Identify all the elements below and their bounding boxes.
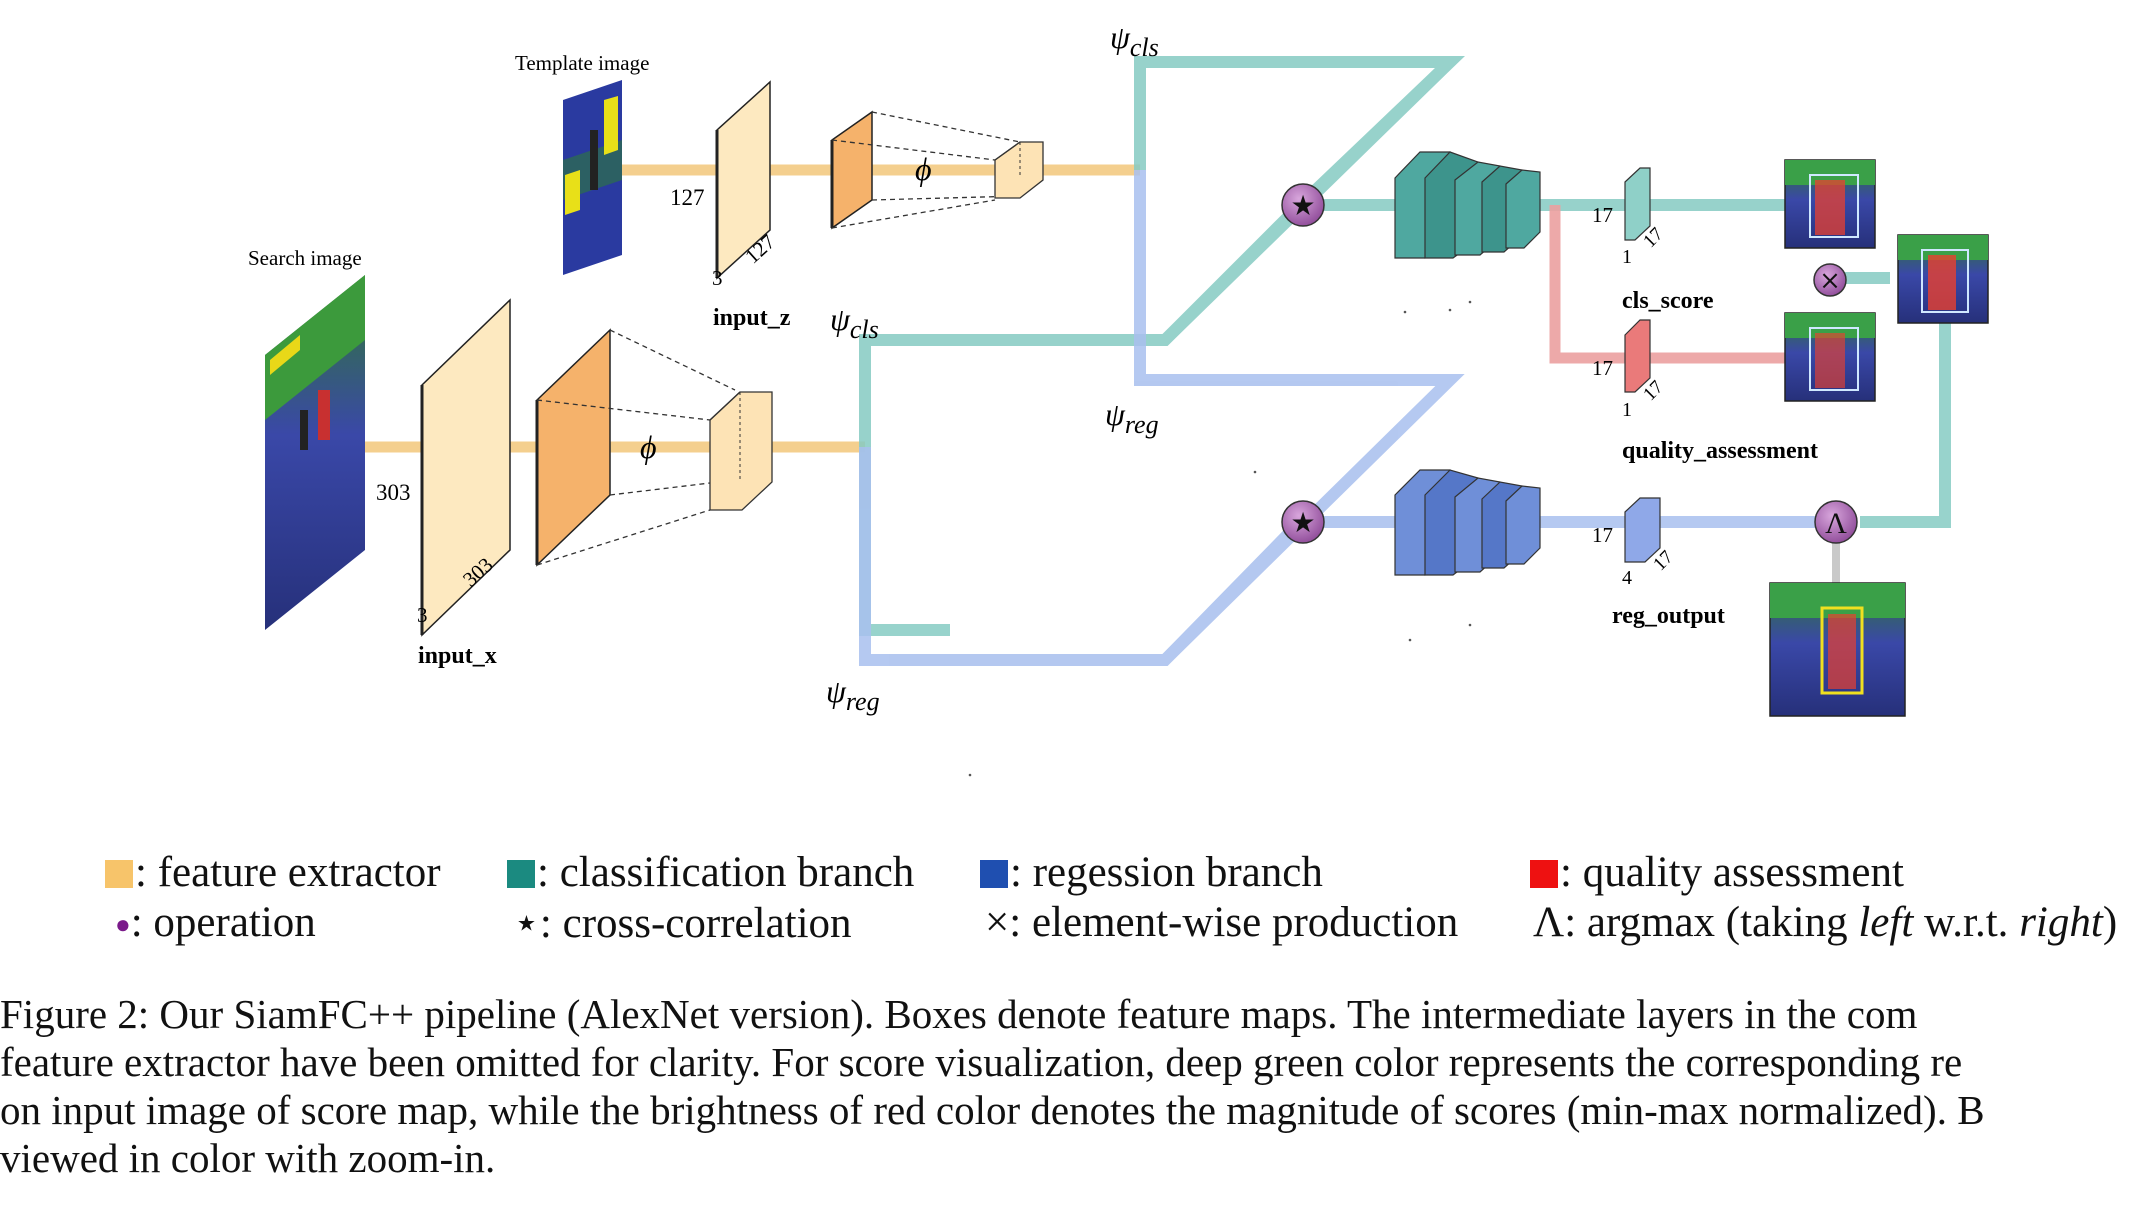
legend-reg-text: : regession branch — [1010, 849, 1323, 896]
lambda-icon: Λ — [1533, 899, 1565, 946]
search-image — [265, 275, 365, 630]
legend-argmax-post: ) — [2102, 899, 2118, 946]
dim-303-a: 303 — [376, 480, 411, 505]
legend-cls-text: : classification branch — [537, 849, 915, 896]
dim-3-x: 3 — [417, 603, 428, 627]
dim-17-qa-a: 17 — [1592, 356, 1613, 380]
legend-argmax-right: right — [2019, 899, 2103, 946]
input-x-box — [420, 298, 511, 637]
legend-element-wise: ×: element-wise production — [985, 898, 1458, 947]
cross-correlation-cls-op: ★ — [1281, 183, 1325, 227]
caption-line-2: feature extractor have been omitted for … — [0, 1039, 1963, 1085]
cls-head-stack — [1394, 151, 1541, 259]
legend-operation-text: : operation — [130, 899, 316, 946]
reg-swatch — [980, 860, 1008, 888]
phi-z: ϕ — [915, 151, 932, 187]
caption-line-4: viewed in color with zoom-in. — [0, 1135, 496, 1181]
times-icon: × — [985, 899, 1010, 946]
caption-line-1: Figure 2: Our SiamFC++ pipeline (AlexNet… — [0, 991, 1918, 1037]
legend-quality-assessment: : quality assessment — [1530, 848, 1904, 897]
svg-text:★: ★ — [1290, 506, 1315, 539]
reg-output-label: reg_output — [1612, 603, 1725, 629]
argmax-op: Λ — [1814, 500, 1858, 544]
final-output-visualization — [1769, 582, 1906, 717]
operation-dot-icon: ● — [115, 910, 131, 939]
psi-reg-top: ψreg — [1105, 396, 1159, 439]
dim-1-cls: 1 — [1622, 246, 1632, 268]
legend-operation: ●: operation — [115, 898, 316, 947]
legend-classification-branch: : classification branch — [507, 848, 914, 897]
siamfc-pipeline-diagram: Template image 127 127 3 input_z ϕ Searc… — [248, 19, 1989, 777]
dim-17-reg-a: 17 — [1592, 523, 1613, 547]
cls-score-visualization — [1784, 159, 1876, 249]
phi-x: ϕ — [640, 429, 657, 465]
psi-cls-top: ψcls — [1110, 19, 1159, 62]
quality-assessment-box — [1624, 319, 1651, 393]
dim-17-cls-a: 17 — [1592, 203, 1613, 227]
template-image-label: Template image — [515, 51, 649, 75]
cls-swatch — [507, 860, 535, 888]
cls-score-label: cls_score — [1622, 288, 1714, 314]
input-z-label: input_z — [713, 305, 791, 331]
dim-1-qa: 1 — [1622, 399, 1632, 421]
search-image-label: Search image — [248, 246, 362, 270]
cls-score-box — [1624, 167, 1651, 241]
svg-text:×: × — [1819, 266, 1841, 296]
input-x-label: input_x — [418, 643, 497, 669]
psi-cls-bottom: ψcls — [830, 301, 879, 344]
quality-assessment-label: quality_assessment — [1622, 438, 1818, 464]
qa-swatch — [1530, 860, 1558, 888]
dim-127-a: 127 — [670, 185, 705, 210]
decorative-dots — [968, 300, 1472, 777]
legend-feature-text: : feature extractor — [135, 849, 441, 896]
cross-correlation-reg-op: ★ — [1281, 500, 1325, 544]
x-phi-box — [535, 328, 773, 567]
psi-reg-bottom: ψreg — [826, 673, 880, 716]
dim-4-reg: 4 — [1622, 567, 1632, 589]
svg-text:Λ: Λ — [1825, 507, 1847, 540]
svg-text:★: ★ — [1290, 189, 1315, 222]
reg-branch-lines — [859, 170, 1830, 666]
product-visualization — [1897, 234, 1989, 324]
legend-argmax-text: : argmax (taking — [1564, 899, 1859, 946]
legend-argmax-left: left — [1858, 899, 1914, 946]
template-image — [563, 80, 622, 275]
reg-head-stack — [1394, 469, 1541, 576]
legend: : feature extractor : classification bra… — [105, 848, 2155, 958]
caption-line-3: on input image of score map, while the b… — [0, 1087, 1985, 1133]
legend-times-text: : element-wise production — [1009, 899, 1459, 946]
legend-argmax: Λ: argmax (taking left w.r.t. right) — [1533, 898, 2117, 947]
legend-regession-branch: : regession branch — [980, 848, 1323, 897]
dim-3-z: 3 — [712, 266, 723, 290]
legend-cross-correlation: ⋆: cross-correlation — [513, 898, 852, 948]
qa-branch-lines — [1549, 205, 1790, 364]
z-phi-box — [830, 110, 1044, 230]
legend-argmax-mid: w.r.t. — [1913, 899, 2020, 946]
figure-caption: Figure 2: Our SiamFC++ pipeline (AlexNet… — [0, 990, 2156, 1205]
input-z-box — [715, 80, 771, 280]
feature-swatch — [105, 860, 133, 888]
legend-cross-text: : cross-correlation — [539, 900, 852, 947]
element-wise-product-op: × — [1813, 263, 1847, 297]
legend-feature-extractor: : feature extractor — [105, 848, 441, 897]
star-icon: ⋆ — [513, 900, 540, 947]
quality-score-visualization — [1784, 312, 1876, 402]
legend-qa-text: : quality assessment — [1560, 849, 1904, 896]
reg-output-box — [1624, 497, 1661, 563]
